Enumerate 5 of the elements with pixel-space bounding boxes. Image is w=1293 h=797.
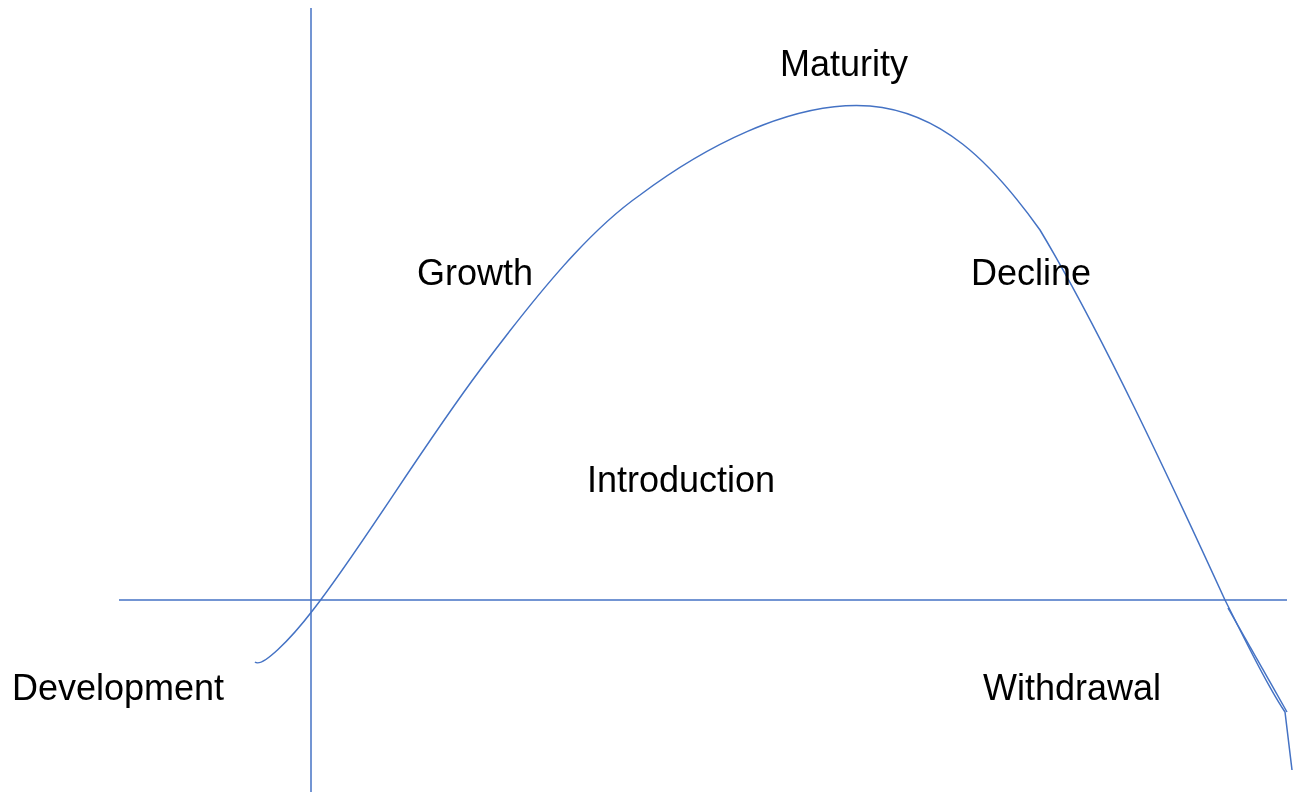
stage-label: Growth (417, 253, 534, 293)
stage-label: Introduction (587, 460, 776, 500)
stage-label: Withdrawal (983, 668, 1162, 708)
stage-label: Development (12, 668, 225, 708)
stage-label: Maturity (780, 44, 909, 84)
